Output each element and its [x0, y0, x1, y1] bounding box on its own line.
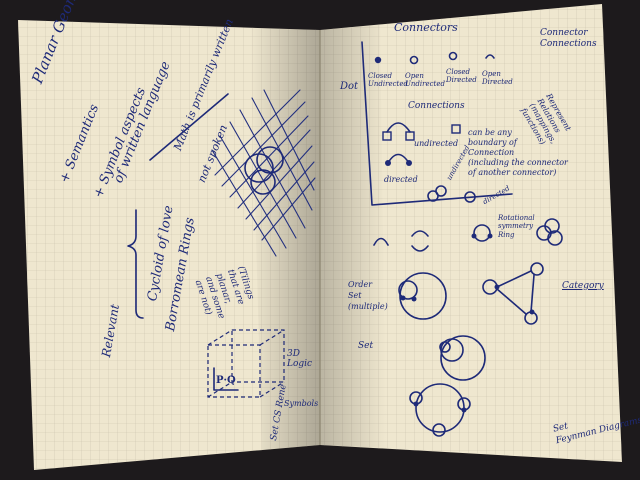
logic-label: 3D Logic: [287, 349, 313, 369]
tiling-sketch: [211, 89, 316, 257]
symbols-label: Symbols: [284, 399, 319, 408]
set-label: Set: [358, 341, 374, 351]
rotational-symmetry-label: Rotational symmetry Ring: [498, 214, 535, 239]
ring-symbols: [373, 218, 563, 252]
connector-connections-header: Connector Connections: [540, 28, 597, 49]
directed-label: directed: [384, 175, 418, 184]
col-open-directed: Open Directed: [482, 70, 513, 87]
col-closed-directed: Closed Directed: [446, 68, 477, 85]
set-diagram: [439, 335, 486, 381]
connector-symbols: [374, 51, 495, 65]
can-be-any-text: can be any boundary of Connection (inclu…: [468, 128, 568, 177]
undirected-label: undirected: [414, 139, 459, 148]
left-page: [18, 20, 320, 470]
connection-symbols: [382, 122, 476, 203]
category-diagram: [482, 262, 544, 325]
underline: [149, 93, 229, 161]
col-closed-undirected: Closed Undirected: [368, 72, 408, 89]
dashed-cube: [207, 329, 285, 398]
right-page: [320, 4, 622, 462]
ordered-set-diagram: [398, 272, 447, 320]
dot-label: Dot: [340, 81, 359, 92]
feynman-diagram: [409, 383, 471, 437]
col-open-undirected: Open Undirected: [405, 72, 445, 89]
ordered-set-label: Order Set (multiple): [348, 280, 388, 311]
category-label: Category: [562, 281, 604, 291]
connections-subheader: Connections: [408, 101, 465, 111]
connectors-header: Connectors: [394, 21, 458, 34]
formula-label: P·Q: [216, 375, 236, 386]
relevant-bracket: [127, 209, 144, 319]
